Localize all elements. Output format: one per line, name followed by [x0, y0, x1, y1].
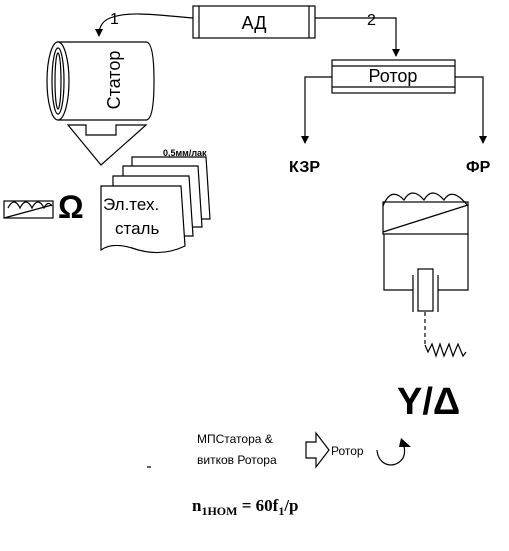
small-coil [3, 200, 54, 219]
formula-rest: = 60f [237, 496, 278, 515]
steel-label-line2: сталь [115, 219, 159, 238]
connector-1 [95, 13, 194, 37]
formula-sub: 1НОМ [201, 504, 237, 518]
omega-symbol: Ω [58, 189, 84, 225]
kzr-label: КЗР [289, 159, 320, 176]
steel-laminations: 0,5мм/лак Эл.тех. сталь [100, 148, 211, 254]
rotor-label: Ротор [369, 66, 418, 86]
label-2: 2 [367, 12, 376, 29]
stator-down-arrow [66, 124, 148, 166]
rotation-arrowhead [399, 438, 411, 447]
insulation-label: 0,5мм/лак [163, 148, 207, 158]
steel-label-line1: Эл.тех. [103, 195, 159, 214]
rotor-left-branch [301, 76, 332, 144]
mp-hollow-arrow [305, 431, 330, 469]
connector-2 [315, 17, 400, 57]
formula: n1НОМ = 60f1/p [192, 496, 299, 518]
formula-end: /p [283, 496, 298, 515]
stator-cylinder: Статор [46, 41, 155, 121]
mp-stator-line2: витков Ротора [197, 453, 277, 467]
formula-n: n [192, 496, 202, 515]
fr-label: ФР [466, 159, 491, 176]
rotor-box: Ротор [331, 59, 456, 94]
ad-label: АД [242, 13, 267, 33]
label-1: 1 [110, 11, 119, 28]
rotor-right-branch [455, 76, 487, 144]
formula-sub2: 1 [278, 504, 284, 518]
wound-rotor-winding [382, 192, 469, 358]
rotor-small-label: Ротор [331, 444, 364, 458]
ad-box: АД [192, 5, 316, 39]
y-delta-label: Y/Δ [397, 381, 460, 423]
mp-stator-line1: МПСтатора & [197, 432, 273, 446]
stator-label: Статор [104, 51, 124, 110]
